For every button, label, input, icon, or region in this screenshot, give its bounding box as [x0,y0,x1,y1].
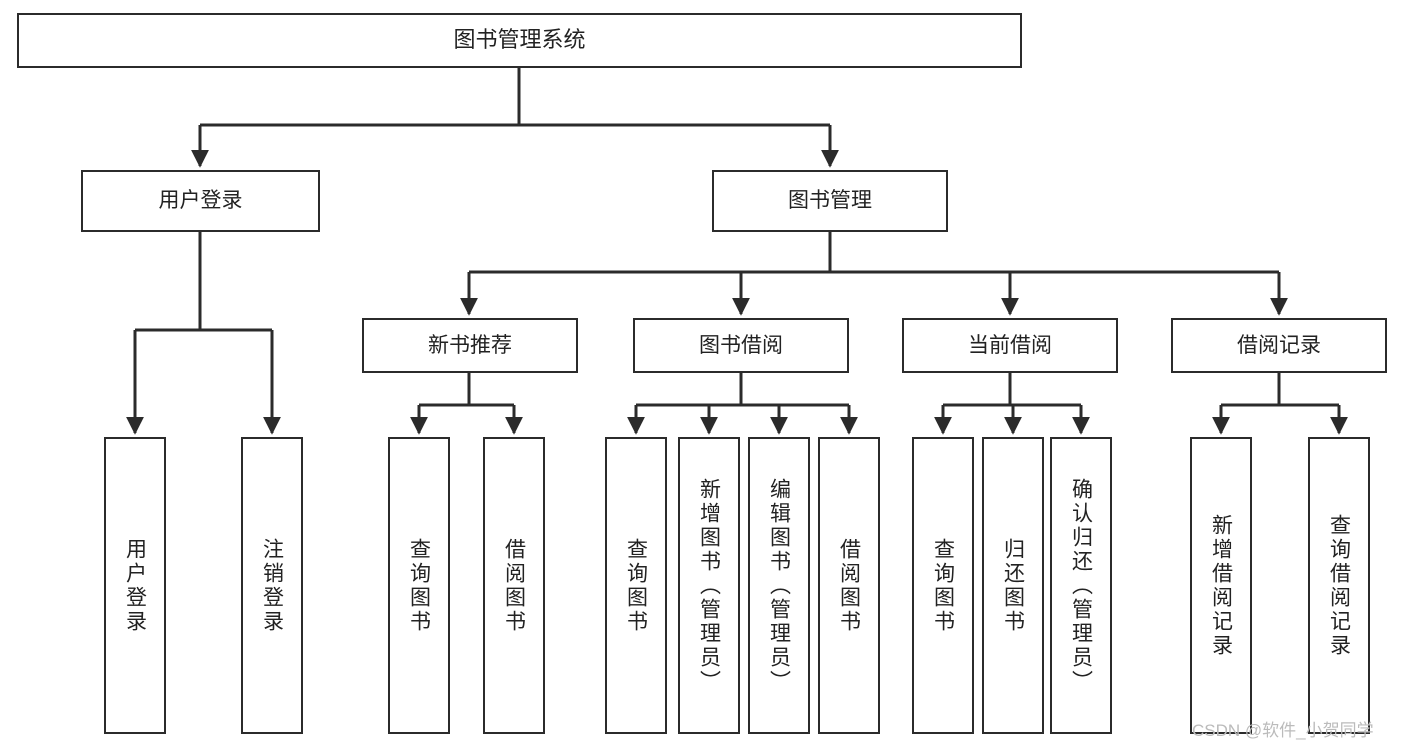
leaf-query-books-borrow[interactable]: 查询图书 [605,437,667,734]
node-label: 查询图书 [407,537,431,634]
node-borrowing-records[interactable]: 借阅记录 [1171,318,1387,373]
leaf-add-book-admin[interactable]: 新增图书（管理员） [678,437,740,734]
node-label: 编辑图书（管理员） [767,477,791,694]
node-new-book-recommendation[interactable]: 新书推荐 [362,318,578,373]
node-current-borrowing[interactable]: 当前借阅 [902,318,1118,373]
leaf-user-login[interactable]: 用户登录 [104,437,166,734]
leaf-borrow-books[interactable]: 借阅图书 [818,437,880,734]
node-label: 图书借阅 [699,333,783,357]
leaf-query-books-current[interactable]: 查询图书 [912,437,974,734]
leaf-add-borrow-record[interactable]: 新增借阅记录 [1190,437,1252,734]
node-book-management-system[interactable]: 图书管理系统 [17,13,1022,68]
leaf-query-books-newbook[interactable]: 查询图书 [388,437,450,734]
csdn-watermark: CSDN @软件_小贺同学 [1192,721,1374,740]
node-label: 归还图书 [1001,537,1025,634]
node-label: 查询借阅记录 [1327,513,1351,658]
node-label: 借阅图书 [502,537,526,634]
leaf-borrow-books-newbook[interactable]: 借阅图书 [483,437,545,734]
leaf-confirm-return-admin[interactable]: 确认归还（管理员） [1050,437,1112,734]
node-label: 查询图书 [931,537,955,634]
node-label: 借阅记录 [1237,333,1321,357]
node-book-management[interactable]: 图书管理 [712,170,948,232]
node-label: 新增借阅记录 [1209,513,1233,658]
leaf-edit-book-admin[interactable]: 编辑图书（管理员） [748,437,810,734]
node-label: 新书推荐 [428,333,512,357]
node-label: 借阅图书 [837,537,861,634]
leaf-return-books[interactable]: 归还图书 [982,437,1044,734]
node-label: 图书管理 [788,189,872,213]
node-label: 确认归还（管理员） [1069,477,1093,694]
node-label: 用户登录 [123,537,147,634]
leaf-logout[interactable]: 注销登录 [241,437,303,734]
node-label: 新增图书（管理员） [697,477,721,694]
node-label: 查询图书 [624,537,648,634]
node-user-login[interactable]: 用户登录 [81,170,320,232]
node-book-borrowing[interactable]: 图书借阅 [633,318,849,373]
node-label: 用户登录 [158,189,243,213]
leaf-query-borrow-record[interactable]: 查询借阅记录 [1308,437,1370,734]
node-label: 当前借阅 [968,333,1052,357]
node-label: 图书管理系统 [453,27,586,53]
node-label: 注销登录 [260,537,284,634]
